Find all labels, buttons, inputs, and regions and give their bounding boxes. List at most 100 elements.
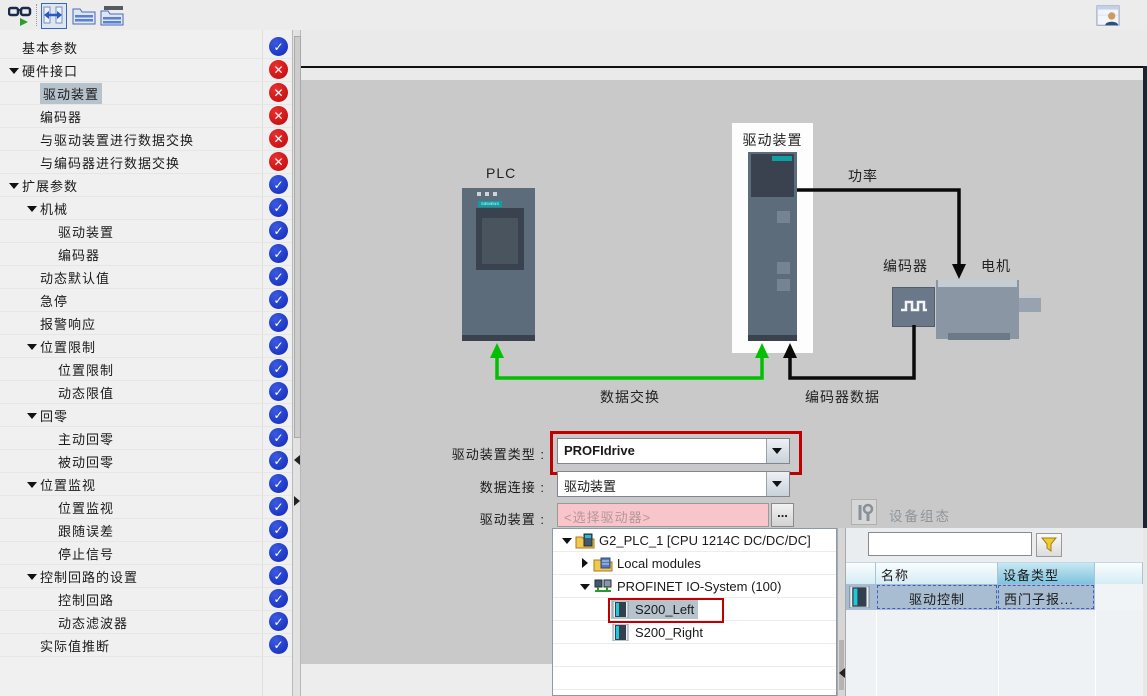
- table-cell-extra[interactable]: [1095, 584, 1143, 610]
- sidebar-item[interactable]: 位置限制✓: [0, 335, 292, 358]
- table-cell-device-type[interactable]: 西门子报...: [998, 584, 1095, 610]
- user-window-icon[interactable]: [1096, 4, 1120, 28]
- sidebar-item-label: 与编码器进行数据交换: [40, 155, 181, 171]
- table-header-icon-col[interactable]: [846, 562, 876, 584]
- table-row-icon-cell[interactable]: [846, 584, 876, 610]
- table-header-name[interactable]: 名称: [876, 562, 998, 584]
- right-dock-edge[interactable]: [1143, 66, 1147, 528]
- status-ok-icon: ✓: [269, 37, 288, 56]
- sidebar-item[interactable]: 编码器 ✕: [0, 105, 292, 128]
- sidebar-item-label: 扩展参数: [22, 178, 79, 194]
- data-connection-label: 数据连接 :: [479, 480, 545, 495]
- siemens-logo: [772, 156, 792, 161]
- splitter-collapse-left-icon[interactable]: [839, 668, 845, 678]
- sidebar-item[interactable]: 动态滤波器✓: [0, 611, 292, 634]
- tree-empty-row: [553, 667, 836, 690]
- collapse-arrow-icon[interactable]: [26, 478, 40, 490]
- sidebar-item[interactable]: 基本参数 ✓: [0, 36, 292, 59]
- monitoring-glasses-icon[interactable]: [8, 3, 32, 27]
- popup-scrollbar[interactable]: [837, 528, 846, 696]
- sidebar-item[interactable]: 急停✓: [0, 289, 292, 312]
- collapse-arrow-icon[interactable]: [26, 202, 40, 214]
- io-system-icon: [594, 579, 612, 592]
- table-header-extra-col[interactable]: [1095, 562, 1143, 584]
- scrollbar-thumb[interactable]: [294, 36, 301, 438]
- tree-item-s200-left[interactable]: S200_Left: [553, 598, 836, 623]
- status-error-icon: ✕: [269, 106, 288, 125]
- tree-item-local-modules[interactable]: Local modules: [553, 552, 836, 575]
- sidebar-item-label: 基本参数: [22, 40, 79, 56]
- status-ok-icon: ✓: [269, 612, 288, 631]
- sidebar-item[interactable]: 报警响应✓: [0, 312, 292, 335]
- open-folder-icon[interactable]: [72, 3, 96, 27]
- split-view-button[interactable]: [41, 3, 67, 29]
- table-header-device-type[interactable]: 设备类型: [998, 562, 1095, 584]
- filter-input[interactable]: [868, 532, 1032, 556]
- sidebar-item[interactable]: 与驱动装置进行数据交换✕: [0, 128, 292, 151]
- browse-button[interactable]: ...: [771, 503, 794, 527]
- status-ok-icon: ✓: [269, 635, 288, 654]
- sidebar-item-label: 位置限制: [40, 339, 97, 355]
- sidebar-item[interactable]: 控制回路的设置✓: [0, 565, 292, 588]
- data-connection-value: 驱动装置: [564, 479, 617, 494]
- sidebar-item[interactable]: 硬件接口✕: [0, 59, 292, 82]
- sidebar-item[interactable]: 机械✓: [0, 197, 292, 220]
- collapse-arrow-icon[interactable]: [8, 179, 22, 191]
- sidebar-item-selected[interactable]: 驱动装置✕: [0, 82, 292, 105]
- tree-item-profinet-io-system[interactable]: PROFINET IO-System (100): [553, 575, 836, 598]
- sidebar-item[interactable]: 动态限值✓: [0, 381, 292, 404]
- collapse-arrow-icon[interactable]: [26, 409, 40, 421]
- sidebar-item[interactable]: 位置监视✓: [0, 496, 292, 519]
- sidebar-item[interactable]: 位置监视✓: [0, 473, 292, 496]
- collapse-arrow-icon[interactable]: [26, 340, 40, 352]
- drive-select-field[interactable]: <选择驱动器>: [557, 503, 769, 527]
- drive-type-label: 驱动装置类型 :: [451, 447, 545, 462]
- sidebar-item[interactable]: 被动回零✓: [0, 450, 292, 473]
- data-connection-dropdown[interactable]: 驱动装置: [557, 471, 790, 497]
- sidebar-item[interactable]: 动态默认值✓: [0, 266, 292, 289]
- collapse-arrow-icon[interactable]: [26, 570, 40, 582]
- sidebar-item-label: 编码器: [40, 109, 83, 125]
- sidebar-item[interactable]: 扩展参数✓: [0, 174, 292, 197]
- table-empty-row: [846, 633, 1143, 657]
- motor-highlight: [938, 280, 1017, 287]
- expand-arrow-icon[interactable]: [579, 557, 593, 569]
- spacer: [26, 133, 40, 145]
- sidebar-item[interactable]: 编码器✓: [0, 243, 292, 266]
- sidebar-scrollbar[interactable]: [292, 30, 301, 696]
- scrollbar-thumb[interactable]: [839, 640, 844, 690]
- splitter-collapse-left-icon[interactable]: [294, 455, 300, 465]
- motor-foot: [948, 333, 1010, 340]
- sidebar-item[interactable]: 与编码器进行数据交换✕: [0, 151, 292, 174]
- sidebar-item[interactable]: 驱动装置✓: [0, 220, 292, 243]
- splitter-collapse-right-icon[interactable]: [294, 496, 300, 506]
- collapse-arrow-icon[interactable]: [8, 64, 22, 76]
- table-cell-name[interactable]: 驱动控制: [876, 584, 998, 610]
- sidebar-item[interactable]: 跟随误差✓: [0, 519, 292, 542]
- sidebar-item[interactable]: 回零✓: [0, 404, 292, 427]
- sidebar-item[interactable]: 控制回路✓: [0, 588, 292, 611]
- status-ok-icon: ✓: [269, 566, 288, 585]
- collapse-arrow-icon[interactable]: [579, 580, 593, 592]
- filter-button[interactable]: [1036, 533, 1062, 557]
- sidebar-item[interactable]: 位置限制✓: [0, 358, 292, 381]
- collapse-arrow-icon[interactable]: [561, 534, 575, 546]
- tree-item-label: S200_Right: [635, 624, 703, 640]
- status-ok-icon: ✓: [269, 221, 288, 240]
- open-all-folder-icon[interactable]: [100, 3, 124, 27]
- tree-item-s200-right[interactable]: S200_Right: [553, 621, 836, 644]
- chevron-down-icon[interactable]: [766, 439, 789, 463]
- sidebar-item[interactable]: 停止信号✓: [0, 542, 292, 565]
- drive-device-image: [748, 152, 797, 341]
- drive-device-icon: [849, 586, 870, 608]
- drive-type-dropdown[interactable]: PROFIdrive: [557, 438, 790, 464]
- chevron-down-icon[interactable]: [766, 472, 789, 496]
- spacer: [597, 626, 611, 638]
- sidebar-item-label: 位置限制: [58, 362, 115, 378]
- sidebar-item-label: 回零: [40, 408, 69, 424]
- status-ok-icon: ✓: [269, 198, 288, 217]
- tree-item-plc-station[interactable]: G2_PLC_1 [CPU 1214C DC/DC/DC]: [553, 529, 836, 552]
- sidebar-item[interactable]: 实际值推断✓: [0, 634, 292, 657]
- sidebar-item[interactable]: 主动回零✓: [0, 427, 292, 450]
- device-config-button[interactable]: [851, 499, 877, 525]
